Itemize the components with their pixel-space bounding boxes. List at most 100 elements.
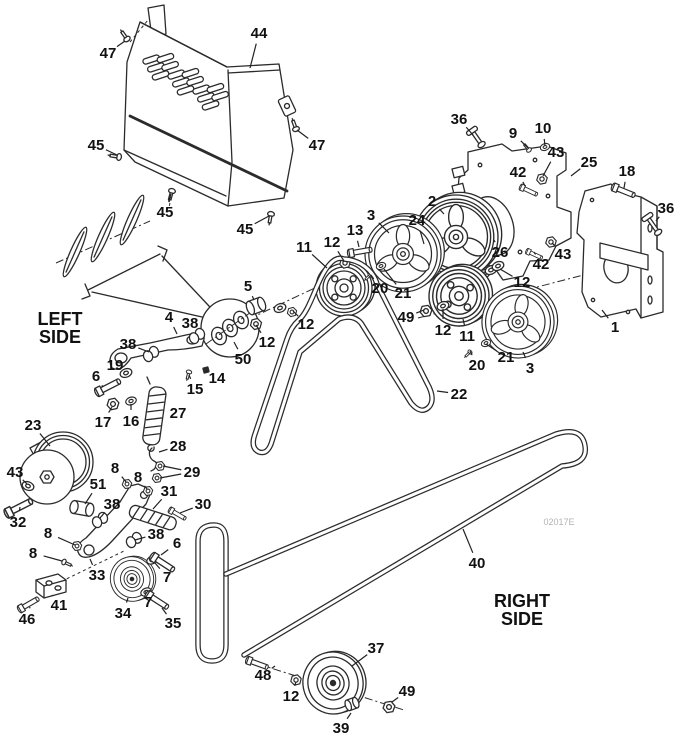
callout-leader-6 xyxy=(101,384,104,388)
callout-label-36: 36 xyxy=(451,111,468,128)
idler-arm-4-group xyxy=(92,326,210,484)
hood-trapezoid-edge xyxy=(227,69,281,74)
callout-label-42: 42 xyxy=(533,256,550,273)
idler-arm-33 xyxy=(77,483,153,558)
bushing-38-d xyxy=(123,530,145,550)
tine-blades xyxy=(55,194,225,323)
panel-tab xyxy=(599,242,649,271)
callout-leader-34 xyxy=(125,597,129,603)
callout-label-12: 12 xyxy=(298,316,315,333)
callout-label-28: 28 xyxy=(170,438,187,455)
callout-leader-12 xyxy=(292,310,299,317)
callout-leader-49 xyxy=(391,697,399,703)
callout-label-38: 38 xyxy=(182,315,199,332)
latch-pin-36-left xyxy=(465,125,486,149)
screw-axis-dash xyxy=(129,19,149,43)
callout-leader-29 xyxy=(159,473,182,479)
callout-label-16: 16 xyxy=(123,413,140,430)
callout-leader-29 xyxy=(162,465,182,471)
spacer-39 xyxy=(344,696,360,712)
callout-label-46: 46 xyxy=(19,611,36,628)
callout-label-9: 9 xyxy=(509,125,517,142)
callout-label-17: 17 xyxy=(95,414,112,431)
callout-label-49: 49 xyxy=(399,683,416,700)
callout-label-40: 40 xyxy=(469,555,486,572)
latch-bracket xyxy=(277,95,297,117)
belt-22 xyxy=(250,255,435,456)
callout-label-21: 21 xyxy=(395,285,412,302)
callout-leader-38 xyxy=(134,536,146,541)
spindle-detail-50 xyxy=(200,296,299,358)
spring-27 xyxy=(142,386,167,446)
nut-12-d xyxy=(285,306,299,318)
callout-leader-23 xyxy=(39,433,51,447)
callout-label-5: 5 xyxy=(244,278,252,295)
callout-leader-25 xyxy=(570,168,581,177)
callout-leader-33 xyxy=(89,558,94,566)
callout-label-11: 11 xyxy=(459,328,475,345)
callout-leader-20 xyxy=(469,350,473,356)
callout-leader-1 xyxy=(601,309,609,319)
tine-leader-lines xyxy=(91,255,225,323)
hood-top-edge xyxy=(139,21,228,68)
callout-label-22: 22 xyxy=(451,386,468,403)
callout-label-8: 8 xyxy=(134,469,142,486)
callout-label-4: 4 xyxy=(165,309,174,326)
spring-top-link xyxy=(146,376,151,385)
callout-label-35: 35 xyxy=(165,615,182,632)
hood-cover-44 xyxy=(106,4,301,227)
callout-label-23: 23 xyxy=(25,417,42,434)
callout-label-37: 37 xyxy=(368,640,385,657)
callout-label-36: 36 xyxy=(658,200,675,217)
callout-label-3: 3 xyxy=(367,207,375,224)
spacer-51 xyxy=(69,499,95,517)
latch-pin-36-right xyxy=(641,211,663,237)
callout-leader-8 xyxy=(57,536,76,546)
callout-leader-49 xyxy=(416,309,425,314)
hood-body xyxy=(123,21,294,207)
callout-label-49: 49 xyxy=(398,309,415,326)
callout-label-38: 38 xyxy=(104,496,121,513)
callout-label-43: 43 xyxy=(555,246,572,263)
callout-label-2: 2 xyxy=(428,193,436,210)
callout-leader-11 xyxy=(462,318,466,326)
callout-leader-50 xyxy=(233,341,239,350)
callout-leader-12 xyxy=(294,681,297,686)
callout-leader-48 xyxy=(271,665,276,669)
callout-leader-17 xyxy=(108,406,113,413)
nut-49-lower xyxy=(381,700,397,714)
callout-leader-3 xyxy=(522,351,527,359)
callout-leader-31 xyxy=(152,498,163,510)
callout-leader-5 xyxy=(251,295,255,301)
hook-28 xyxy=(147,444,158,472)
callout-label-34: 34 xyxy=(115,605,132,622)
callout-label-15: 15 xyxy=(187,381,204,398)
callout-label-3: 3 xyxy=(526,360,534,377)
callout-leader-18 xyxy=(623,181,626,189)
callout-leader-19 xyxy=(123,370,126,373)
callout-leader-45 xyxy=(254,215,270,225)
callout-leader-45 xyxy=(167,193,172,202)
callout-leader-42 xyxy=(522,181,526,187)
hood-corner-line xyxy=(227,69,233,207)
callout-leader-51 xyxy=(84,492,93,505)
washer-12-d xyxy=(272,301,288,315)
callout-label-33: 33 xyxy=(89,567,106,584)
callout-leader-8 xyxy=(121,476,127,483)
callout-leader-41 xyxy=(51,594,54,597)
callout-label-44: 44 xyxy=(251,25,268,42)
callout-label-10: 10 xyxy=(535,120,552,137)
bracket-41 xyxy=(35,573,67,599)
callout-label-18: 18 xyxy=(619,163,636,180)
left-side-label-line1: LEFT xyxy=(38,309,83,329)
callout-label-32: 32 xyxy=(10,514,27,531)
callout-label-12: 12 xyxy=(324,234,341,251)
callout-leader-47 xyxy=(116,40,126,48)
callout-leader-12 xyxy=(499,268,513,277)
callout-leader-11 xyxy=(311,253,328,269)
callout-leader-35 xyxy=(161,607,167,615)
nut-17 xyxy=(105,397,121,411)
screw-47-right xyxy=(288,116,301,134)
screw-45-left xyxy=(106,151,123,162)
callout-label-7: 7 xyxy=(144,594,152,611)
